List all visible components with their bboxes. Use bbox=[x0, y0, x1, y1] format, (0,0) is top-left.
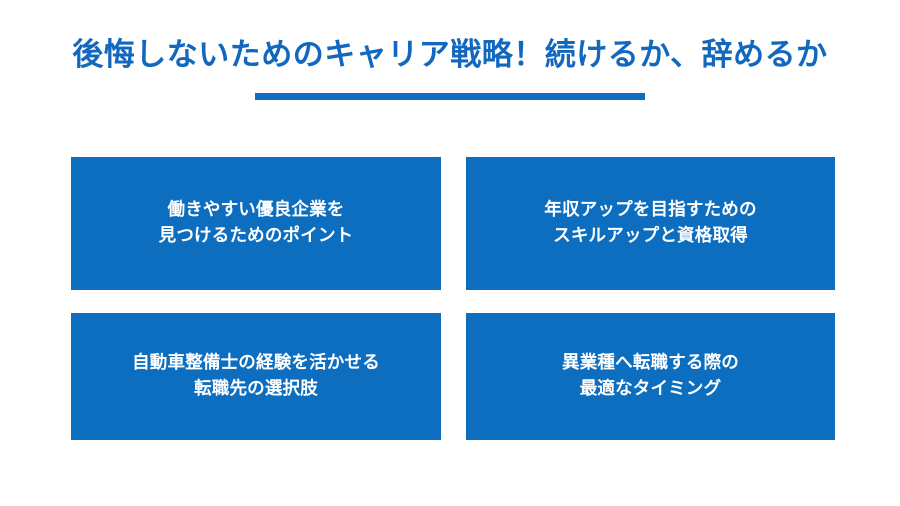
card-bottom-right-line1: 異業種へ転職する際の bbox=[562, 351, 739, 372]
page-title: 後悔しないためのキャリア戦略！続けるか、辞めるか bbox=[72, 37, 828, 72]
card-bottom-left-line1: 自動車整備士の経験を活かせる bbox=[132, 351, 380, 372]
card-top-left-line2: 見つけるためのポイント bbox=[158, 224, 354, 245]
card-bottom-right-text: 異業種へ転職する際の 最適なタイミング bbox=[466, 349, 835, 405]
card-top-right-line2: スキルアップと資格取得 bbox=[553, 224, 748, 245]
card-top-right[interactable]: 年収アップを目指すための スキルアップと資格取得 bbox=[466, 157, 835, 290]
card-bottom-left-line2: 転職先の選択肢 bbox=[194, 377, 318, 398]
title-underline-rule bbox=[255, 93, 645, 100]
title-block: 後悔しないためのキャリア戦略！続けるか、辞めるか bbox=[0, 33, 900, 77]
card-bottom-left[interactable]: 自動車整備士の経験を活かせる 転職先の選択肢 bbox=[71, 313, 441, 440]
card-bottom-left-text: 自動車整備士の経験を活かせる 転職先の選択肢 bbox=[71, 349, 441, 405]
card-top-left-text: 働きやすい優良企業を 見つけるためのポイント bbox=[71, 196, 441, 252]
card-bottom-right-line2: 最適なタイミング bbox=[579, 377, 722, 398]
card-top-right-text: 年収アップを目指すための スキルアップと資格取得 bbox=[466, 196, 835, 252]
card-top-right-line1: 年収アップを目指すための bbox=[544, 198, 757, 219]
card-grid: 働きやすい優良企業を 見つけるためのポイント 年収アップを目指すための スキルア… bbox=[71, 157, 835, 440]
card-top-left-line1: 働きやすい優良企業を bbox=[167, 198, 345, 219]
card-top-left[interactable]: 働きやすい優良企業を 見つけるためのポイント bbox=[71, 157, 441, 290]
card-bottom-right[interactable]: 異業種へ転職する際の 最適なタイミング bbox=[466, 313, 835, 440]
